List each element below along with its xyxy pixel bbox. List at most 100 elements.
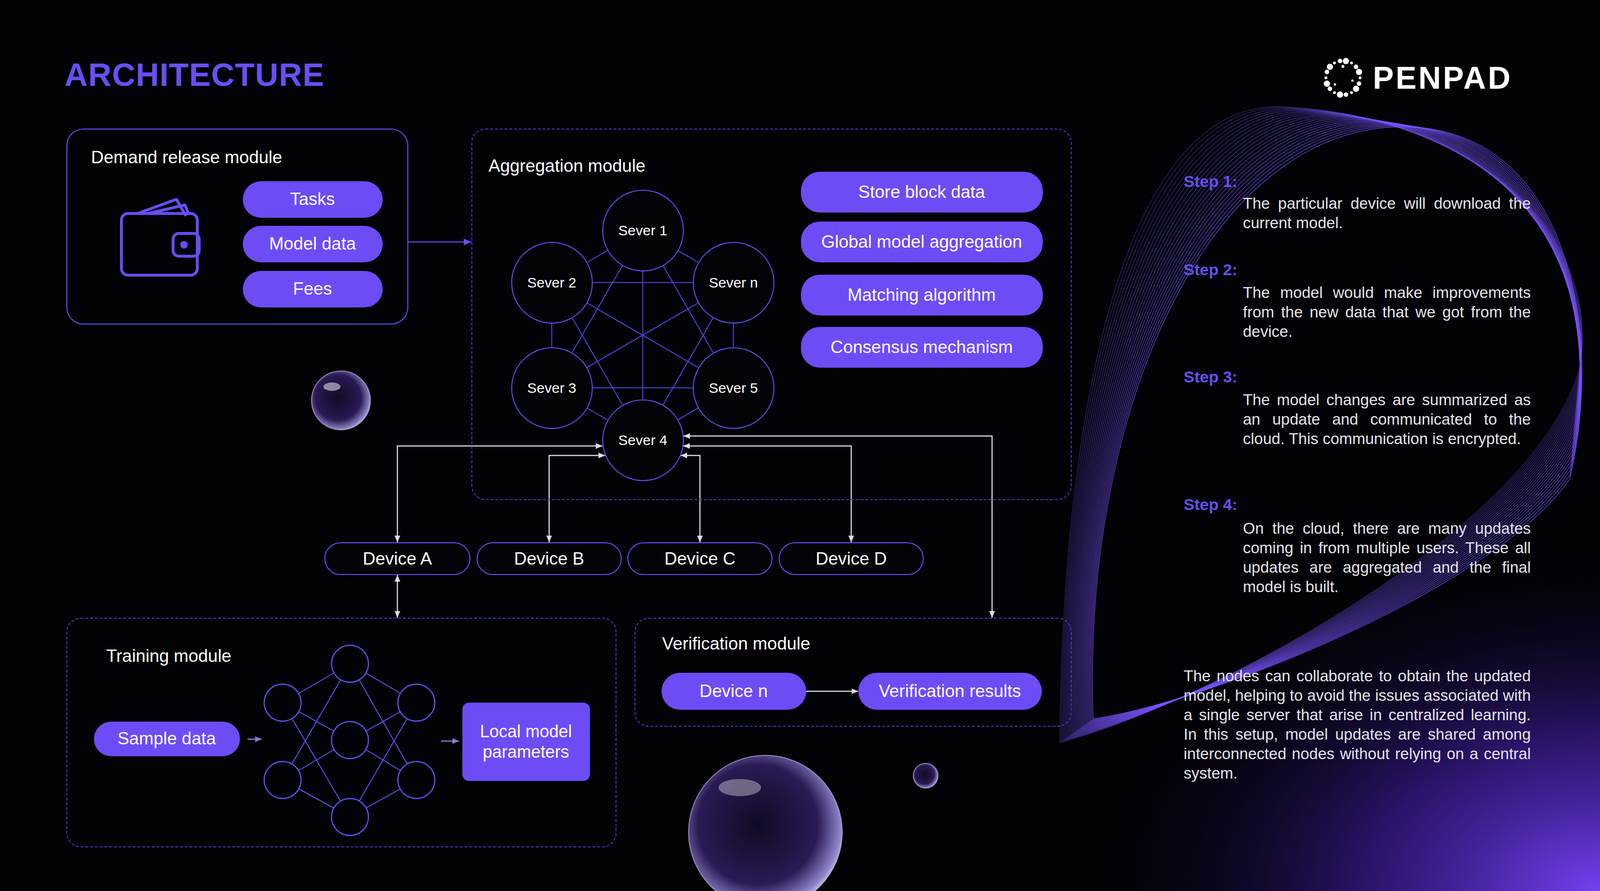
feature-pill: Tasks xyxy=(242,181,383,218)
module-panel: Aggregation moduleSever 1Sever 2Sever nS… xyxy=(471,128,1072,500)
module-panel: Training moduleSample data Local model pa… xyxy=(66,617,617,847)
brand-logo: PENPAD xyxy=(1372,62,1513,94)
decoration xyxy=(282,663,350,780)
server-node: Sever 1 xyxy=(602,189,684,272)
connector xyxy=(396,574,399,618)
node-label: Local model parameters xyxy=(472,720,580,762)
device-pill: Device A xyxy=(324,542,471,575)
wallet-icon xyxy=(121,199,200,276)
node-label: Sever n xyxy=(708,274,758,291)
decoration xyxy=(1076,117,1581,730)
decoration xyxy=(331,798,369,836)
decoration xyxy=(1341,64,1345,68)
decoration xyxy=(1088,124,1582,722)
module-heading: Demand release module xyxy=(91,147,283,168)
step-heading: Step 3: xyxy=(1183,367,1238,387)
device-pill: Device D xyxy=(778,542,924,575)
feature-pill: Verification results xyxy=(858,672,1042,710)
module-heading: Aggregation module xyxy=(488,156,646,176)
server-node: Sever 5 xyxy=(692,347,775,429)
decoration xyxy=(1352,85,1360,92)
node-label: Matching algorithm xyxy=(847,285,996,305)
node-label: Global model aggregation xyxy=(821,231,1023,252)
connector xyxy=(806,690,859,692)
connector xyxy=(397,445,603,543)
decoration xyxy=(397,761,435,799)
connector xyxy=(587,303,699,368)
decoration xyxy=(1356,81,1362,87)
feature-pill: Fees xyxy=(242,270,383,308)
node-label: Sever 4 xyxy=(618,432,668,449)
decoration xyxy=(1085,122,1581,724)
bubble xyxy=(913,763,938,788)
decoration xyxy=(1355,68,1362,75)
decoration xyxy=(349,663,417,780)
decoration xyxy=(1062,108,1582,741)
decoration xyxy=(1061,107,1582,742)
decoration xyxy=(264,683,302,721)
module-heading: Training module xyxy=(106,645,232,666)
node-label: Device D xyxy=(815,548,887,569)
note-text: On the cloud, there are many updates com… xyxy=(1242,518,1531,597)
decoration xyxy=(121,213,198,276)
connector xyxy=(683,445,852,543)
step-heading: Step 4: xyxy=(1183,494,1238,515)
decoration xyxy=(1074,115,1581,732)
decoration xyxy=(1084,121,1581,725)
node-label: Device A xyxy=(362,548,433,569)
page-title: ARCHITECTURE xyxy=(64,55,325,93)
connector xyxy=(680,455,700,543)
logo-icon xyxy=(1324,57,1363,98)
decoration xyxy=(1350,91,1353,94)
feature-pill: Store block data xyxy=(800,171,1043,213)
decoration xyxy=(264,761,302,799)
decoration xyxy=(1082,120,1581,726)
node-label: Device n xyxy=(699,680,768,701)
decoration xyxy=(1351,79,1354,83)
module-panel: Demand release moduleTasksModel dataFees xyxy=(66,128,409,325)
decoration xyxy=(1343,92,1349,98)
decoration xyxy=(1081,119,1581,727)
node-label: Consensus mechanism xyxy=(830,337,1013,358)
flow-arrow xyxy=(441,740,460,742)
bubble xyxy=(311,370,371,430)
decoration xyxy=(1091,126,1582,720)
decoration xyxy=(1342,57,1350,65)
connector xyxy=(551,323,553,348)
connector xyxy=(678,250,699,262)
decoration xyxy=(1327,86,1333,92)
connector xyxy=(592,387,693,389)
feature-pill: Sample data xyxy=(93,721,240,756)
node-label: Store block data xyxy=(858,182,985,203)
module-heading: Verification module xyxy=(662,633,811,654)
note-text: The model would make improvements from t… xyxy=(1242,282,1531,341)
node-label: Model data xyxy=(268,233,356,254)
device-pill: Device B xyxy=(476,542,622,575)
feature-pill: Matching algorithm xyxy=(800,274,1043,316)
wave-lines xyxy=(1059,106,1582,743)
bubble-highlight xyxy=(718,778,762,796)
decoration xyxy=(1333,61,1336,65)
feature-pill: Model data xyxy=(242,225,383,263)
node-label: Sample data xyxy=(117,728,217,749)
connector xyxy=(678,407,699,420)
connector xyxy=(592,282,693,284)
decoration xyxy=(1324,69,1330,75)
node-label: Sever 1 xyxy=(618,222,668,239)
decoration xyxy=(1333,83,1337,86)
server-node: Sever 3 xyxy=(511,347,593,429)
decoration xyxy=(1350,61,1353,65)
node-label: Sever 3 xyxy=(527,379,577,396)
decoration xyxy=(1089,125,1582,721)
bubble-highlight xyxy=(323,382,341,391)
decoration xyxy=(282,702,350,817)
node-label: Tasks xyxy=(290,189,336,210)
decoration xyxy=(331,644,369,682)
note-text: The nodes can collaborate to obtain the … xyxy=(1183,665,1531,783)
step-heading: Step 2: xyxy=(1183,259,1238,280)
connector xyxy=(587,250,608,262)
decoration xyxy=(1086,123,1581,723)
decoration xyxy=(1326,63,1334,70)
connector xyxy=(683,435,993,618)
parameter-box: Local model parameters xyxy=(462,702,590,781)
